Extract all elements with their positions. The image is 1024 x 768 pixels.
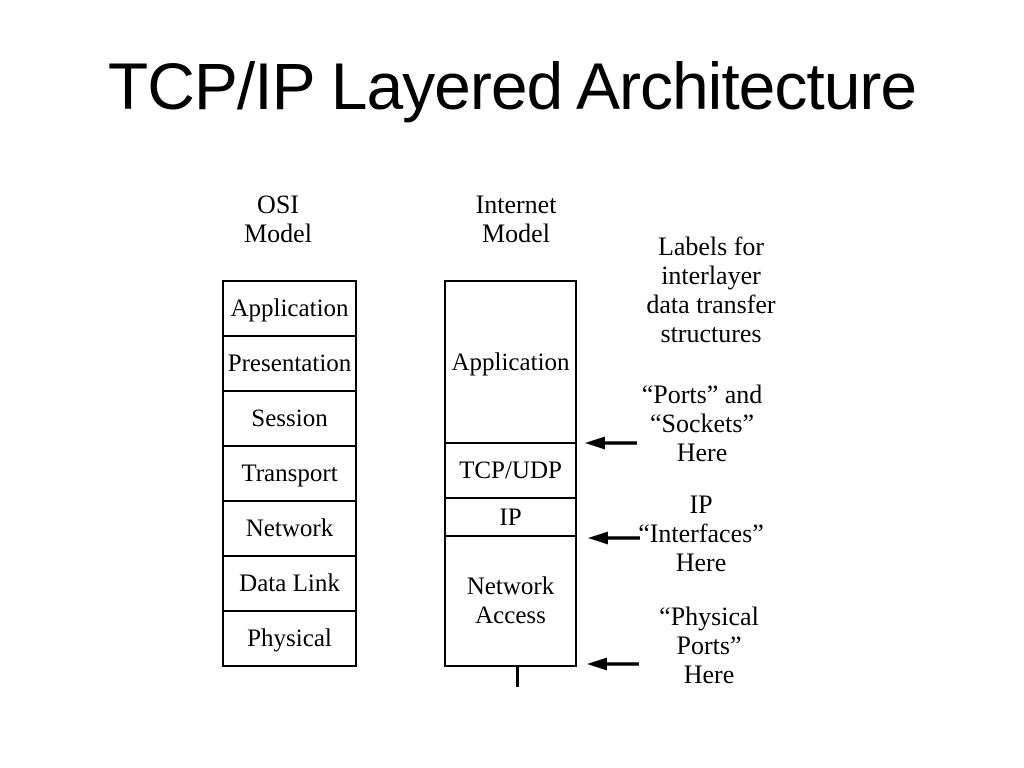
left-arrow-icon	[588, 531, 640, 545]
left-arrow-icon	[587, 657, 639, 671]
network-access-stub-line	[516, 667, 519, 687]
osi-layer-transport: Transport	[224, 447, 355, 502]
internet-layer-network-access: Network Access	[466, 573, 555, 629]
osi-layer-session: Session	[224, 392, 355, 447]
osi-layer-network: Network	[224, 502, 355, 557]
note-ports-sockets: “Ports” and “Sockets” Here	[641, 380, 763, 467]
internet-layer-ip: IP	[446, 499, 575, 537]
internet-layer-tcp-udp: TCP/UDP	[446, 444, 575, 499]
internet-layer-application: Application	[446, 282, 575, 444]
note-physical-ports: “Physical Ports” Here	[659, 602, 759, 689]
internet-model-stack: Application TCP/UDP IP Network Access	[444, 280, 577, 667]
osi-model-header: OSI Model	[244, 190, 312, 248]
osi-model-stack: Application Presentation Session Transpo…	[222, 280, 357, 667]
osi-layer-physical: Physical	[247, 625, 332, 652]
osi-layer-application: Application	[224, 282, 355, 337]
slide-title: TCP/IP Layered Architecture	[107, 49, 917, 123]
left-arrow-icon	[585, 436, 637, 450]
osi-layer-data-link: Data Link	[224, 557, 355, 612]
note-ip-interfaces: IP “Interfaces” Here	[638, 490, 764, 577]
internet-model-header: Internet Model	[475, 190, 557, 248]
note-interlayer-labels: Labels for interlayer data transfer stru…	[646, 232, 776, 348]
osi-layer-presentation: Presentation	[224, 337, 355, 392]
